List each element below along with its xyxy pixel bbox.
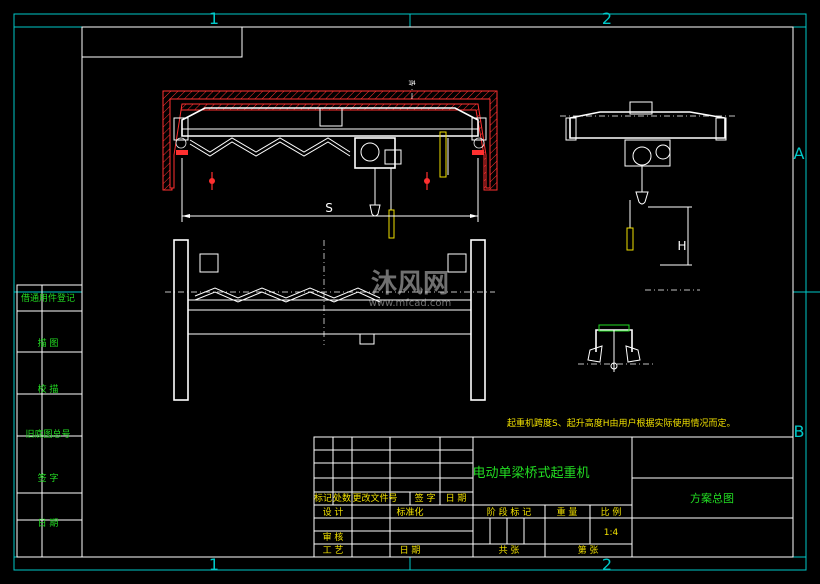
panel-row-register: 借通用件登记 xyxy=(21,292,75,304)
top-marker-2: 2 xyxy=(602,9,612,28)
weight-label: 重 量 xyxy=(557,506,578,518)
front-elevation-view xyxy=(162,80,498,239)
bottom-marker-2: 2 xyxy=(602,555,612,574)
side-marker-b: B xyxy=(794,422,805,441)
header-change-doc: 更改文件号 xyxy=(352,492,397,504)
height-dimension-label: H xyxy=(677,239,686,253)
row-standard-label: 标准化 xyxy=(396,506,423,518)
rail-section-detail xyxy=(578,324,655,372)
left-revision-panel xyxy=(16,284,83,558)
header-sign: 签 字 xyxy=(415,492,436,504)
drawing-name: 方案总图 xyxy=(690,491,734,505)
row-date-label: 日 期 xyxy=(400,545,421,556)
header-count: 处数 xyxy=(333,492,351,504)
row-process-label: 工 艺 xyxy=(323,545,344,556)
row-review-label: 审 核 xyxy=(323,531,344,543)
top-dimension-label: 14 xyxy=(408,80,416,87)
watermark-url: www.mfcad.com xyxy=(369,298,452,309)
plan-view xyxy=(165,239,495,401)
row-design-label: 设 计 xyxy=(323,506,344,518)
watermark-logo-text: 沐风网 xyxy=(371,269,449,299)
scale-value: 1:4 xyxy=(604,528,619,538)
stage-mark-label: 阶 段 标 记 xyxy=(487,506,532,518)
panel-row-check: 校 描 xyxy=(38,383,59,395)
header-date: 日 期 xyxy=(446,493,467,504)
sheet-number: 第 张 xyxy=(578,544,599,556)
drawing-title: 电动单梁桥式起重机 xyxy=(472,465,589,481)
sheet-total: 共 张 xyxy=(499,545,520,556)
panel-row-sign: 签 字 xyxy=(38,472,59,484)
top-marker-1: 1 xyxy=(209,9,219,28)
general-note: 起重机跨度S、起升高度H由用户根据实际使用情况而定。 xyxy=(507,417,735,429)
panel-row-trace: 描 图 xyxy=(38,337,59,349)
span-dimension-label: S xyxy=(325,201,333,215)
header-mark: 标记 xyxy=(314,492,332,504)
title-block xyxy=(313,436,794,558)
side-marker-a: A xyxy=(794,144,805,163)
panel-row-old-number: 旧底图总号 xyxy=(25,428,70,440)
scale-label: 比 例 xyxy=(601,506,622,518)
panel-row-date: 日 期 xyxy=(38,518,59,529)
side-elevation-view xyxy=(560,101,735,291)
watermark: 沐风网 www.mfcad.com xyxy=(369,269,452,309)
bottom-marker-1: 1 xyxy=(209,555,219,574)
